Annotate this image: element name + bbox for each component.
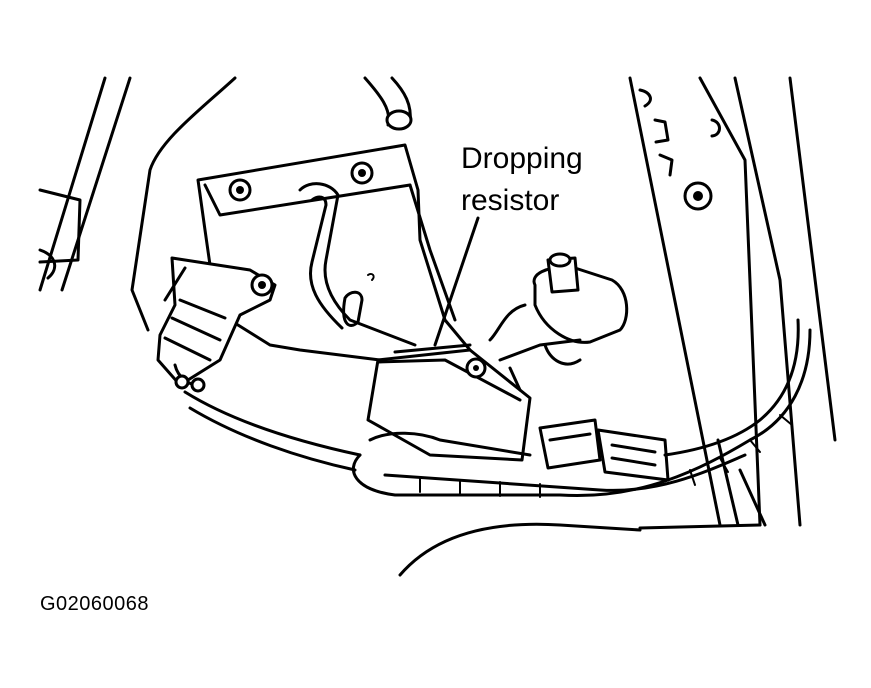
vacuum-tube bbox=[298, 182, 417, 347]
wiring-harness bbox=[351, 318, 812, 498]
callout-leader-line bbox=[433, 216, 480, 347]
left-sensor-connector bbox=[156, 256, 277, 393]
mounting-bracket bbox=[196, 143, 472, 362]
lower-contour bbox=[398, 522, 762, 577]
lower-left-hose bbox=[183, 390, 362, 472]
figure-id-code: G02060068 bbox=[40, 593, 150, 615]
right-body-panel bbox=[628, 76, 837, 527]
callout-label-line1: Dropping bbox=[461, 142, 583, 175]
upper-hose bbox=[363, 76, 413, 131]
callout-label-line2: resistor bbox=[461, 184, 560, 217]
harness-connector bbox=[538, 418, 670, 482]
right-valve bbox=[488, 252, 629, 392]
left-body-panel bbox=[38, 76, 237, 332]
